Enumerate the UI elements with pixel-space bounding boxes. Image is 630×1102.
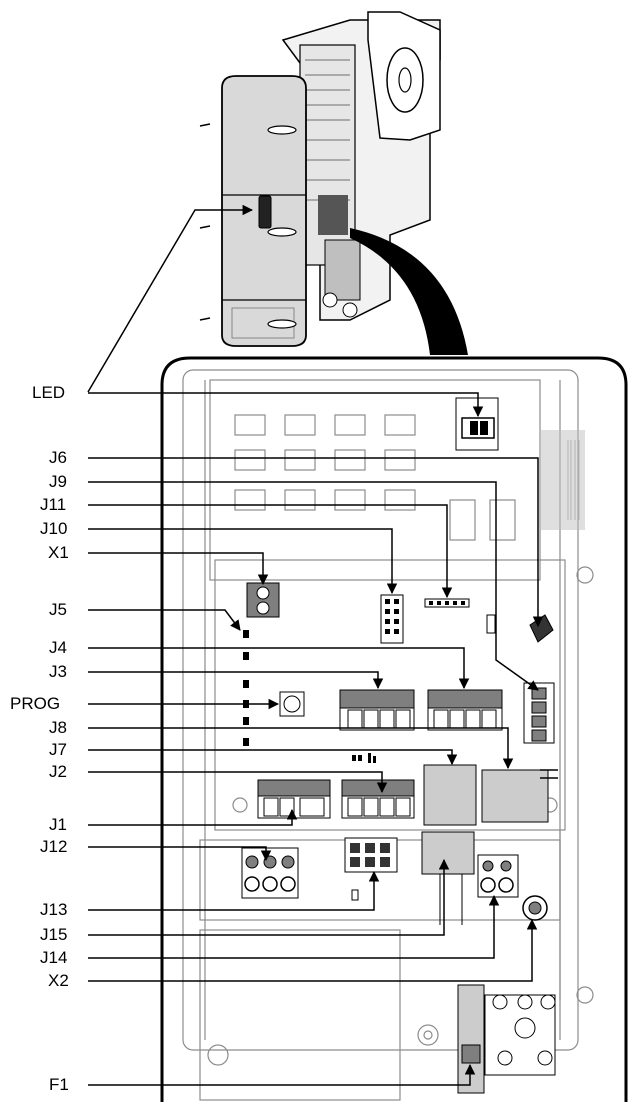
leader-j3: [88, 671, 384, 690]
leader-j13: [88, 870, 380, 911]
leader-j6: [88, 457, 544, 628]
label-j6: J6: [49, 448, 67, 467]
leader-j7: [88, 749, 458, 766]
unit-illustration: [199, 11, 441, 347]
leader-j2: [88, 771, 388, 794]
leader-j4: [88, 647, 470, 690]
led-leader-top: [87, 204, 254, 393]
leader-j15: [88, 858, 450, 936]
label-j9: J9: [49, 472, 67, 491]
callout-leaders: [88, 392, 544, 1086]
leader-j1: [88, 808, 298, 826]
label-j2: J2: [49, 762, 67, 781]
label-j15: J15: [40, 925, 68, 944]
pcb-zoom-view: [160, 356, 628, 1102]
label-j12: J12: [40, 837, 68, 856]
leader-x1: [88, 552, 269, 586]
leader-j11: [88, 504, 453, 599]
label-j3: J3: [49, 662, 67, 681]
leader-j10: [88, 528, 398, 595]
zoom-callout: [350, 228, 468, 355]
label-j4: J4: [49, 638, 67, 657]
label-x1: X1: [48, 543, 69, 562]
label-prog: PROG: [10, 694, 61, 713]
leader-j14: [88, 894, 500, 959]
label-j8: J8: [49, 718, 67, 737]
leader-j12: [88, 846, 272, 862]
leader-f1: [88, 1063, 476, 1086]
leader-j5: [88, 609, 241, 631]
label-j13: J13: [40, 900, 68, 919]
leader-j8: [88, 727, 514, 770]
leader-x2: [88, 918, 538, 982]
label-x2: X2: [48, 971, 69, 990]
label-j7: J7: [49, 740, 67, 759]
label-j11: J11: [40, 495, 67, 514]
label-j14: J14: [40, 948, 68, 967]
label-j10: J10: [40, 519, 68, 538]
label-j5: J5: [49, 600, 67, 619]
leader-led: [88, 392, 484, 418]
label-f1: F1: [49, 1075, 69, 1094]
label-j1: J1: [49, 815, 67, 834]
leader-j9: [88, 481, 539, 691]
label-led: LED: [32, 383, 66, 402]
